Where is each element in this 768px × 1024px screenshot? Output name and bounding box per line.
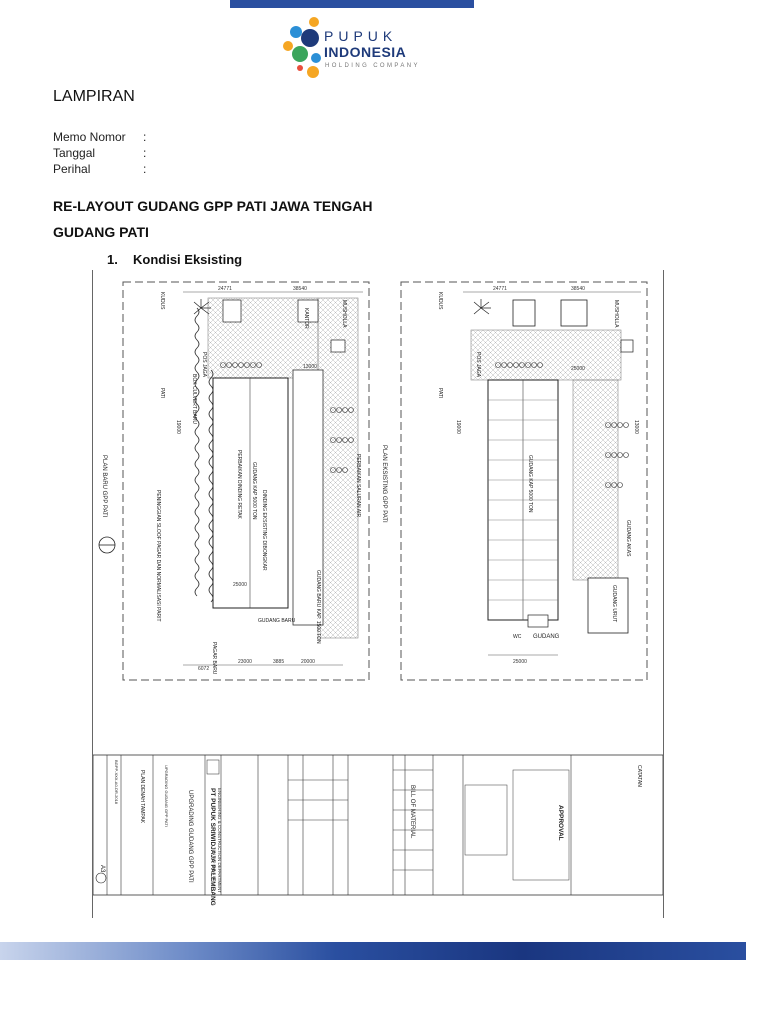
label-dinding-dibongkar: DINDING EKSISTING DIBONGKAR (261, 490, 267, 571)
dept-name: ENGINEERING & CONSTRUCTION DEPARTMENT (217, 788, 222, 893)
label-perbaikan-dinding: PERBAIKAN DINDING RETAK (236, 450, 242, 519)
label-box-culvert: BOX CULVERT BARU (191, 374, 197, 424)
label-musholla: MUSHOLLA (341, 300, 347, 328)
dim-label: 25000 (571, 366, 585, 372)
bottom-accent-bar (0, 942, 746, 960)
logo-text-holding: HOLDING COMPANY (325, 63, 420, 69)
label-kudus: KUDUS (437, 292, 443, 310)
project-name: UPGRADING GUDANG GPP PATI (187, 790, 193, 883)
subtitle: PLAN DENAH TAMPAK (139, 770, 145, 824)
catatan-title: CATATAN (636, 765, 642, 787)
label-kantor: KANTOR (303, 308, 309, 329)
dim-label: 3885 (273, 659, 284, 665)
label-gudang: GUDANG (533, 634, 560, 640)
tb-title: UPGRADING GUDANG GPP PATI (164, 765, 169, 827)
dim-label: 13000 (303, 364, 317, 370)
label-peninggian-sloof: PENINGGIAN SLOOF PAGAR DAN NORMALISASI P… (155, 490, 161, 622)
pupuk-indonesia-logo: PUPUK INDONESIA HOLDING COMPANY (280, 12, 440, 84)
company-logo-icon (206, 759, 220, 775)
logo-text-indonesia: INDONESIA (324, 44, 407, 60)
label-gudang-baru-kap: GUDANG BARU KAP. 1500 TON (315, 570, 321, 644)
dim-label: 19000 (455, 420, 461, 434)
top-accent-bar (230, 0, 474, 8)
dim-label: 25000 (513, 659, 527, 665)
label-pati: PATI (437, 388, 443, 398)
label-kudus: KUDUS (159, 292, 165, 310)
label-pati: PATI (159, 388, 165, 398)
dim-label: 19000 (175, 420, 181, 434)
memo-row: Memo Nomor: (53, 130, 147, 144)
list-label: Kondisi Eksisting (133, 252, 243, 267)
memo-label: Tanggal (53, 146, 96, 160)
left-plan-title: PLAN BARU GPP PATI (101, 455, 107, 518)
memo-label: Perihal (53, 162, 91, 176)
label-gudang-kap: GUDANG KAP 5000 TON (251, 462, 257, 520)
right-plan-title: PLAN EKSISTING GPP PATI (381, 445, 387, 523)
dwg-no: BGPP-XXX-A0-DR-2018 (114, 760, 119, 805)
label-pos-jaga: POS JAGA (475, 352, 481, 378)
memo-row: Perihal: (53, 162, 147, 176)
label-pagar-baru: PAGAR BARU (211, 642, 217, 675)
dim-label: 23000 (238, 659, 252, 665)
dim-label: 38540 (571, 286, 585, 292)
label-gudang-akas: GUDANG AKAS (625, 520, 631, 557)
size-label: A3 (99, 865, 105, 873)
approval-title: APPROVAL (557, 805, 564, 841)
title-block: A3 BGPP-XXX-A0-DR-2018 PLAN DENAH TAMPAK… (92, 754, 664, 906)
page-heading: LAMPIRAN (53, 88, 135, 105)
dim-label: 6072 (198, 666, 209, 672)
label-gudang-kap: GUDANG KAP 5000 TON (527, 455, 533, 513)
logo-mark-icon (283, 17, 321, 78)
city-name: I N D O N E S I A (212, 850, 217, 881)
dim-label: 25000 (233, 582, 247, 588)
label-gudang-baru: GUDANG BARU (258, 618, 296, 624)
label-pos-jaga: POS JAGA (201, 352, 207, 378)
bom-title: BILL OF MATERIAL (409, 785, 415, 839)
document-title: RE-LAYOUT GUDANG GPP PATI JAWA TENGAH (53, 198, 373, 214)
dim-label: 38540 (293, 286, 307, 292)
engineering-drawing: 24771 38540 6072 23000 3885 20000 25000 … (92, 270, 664, 918)
dim-label: 13000 (633, 420, 639, 434)
label-perbaikan-saluran: PERBAIKAN SALURAN AIR (355, 454, 361, 517)
drawing-canvas: 24771 38540 6072 23000 3885 20000 25000 … (92, 281, 664, 906)
label-musholla: MUSHOLLA (613, 300, 619, 328)
revision-symbol-icon (95, 872, 107, 884)
list-item: 1. Kondisi Eksisting (107, 252, 242, 267)
dim-label: 24771 (493, 286, 507, 292)
label-wc: WC (513, 634, 522, 640)
label-gudang-urut: GUDANG URUT (611, 585, 617, 622)
left-plan: 24771 38540 6072 23000 3885 20000 25000 … (98, 281, 370, 681)
company-name: PT PUPUK SRIWIDJAJA PALEMBANG (209, 788, 216, 906)
list-number: 1. (107, 252, 118, 267)
memo-row: Tanggal: (53, 146, 147, 160)
dim-label: 20000 (301, 659, 315, 665)
memo-label: Memo Nomor (53, 130, 126, 144)
right-plan: 24771 38540 25000 25000 GUDANG KAP 5000 … (381, 281, 648, 681)
section-title: GUDANG PATI (53, 224, 149, 240)
logo-text-pupuk: PUPUK (324, 28, 398, 44)
dim-label: 24771 (218, 286, 232, 292)
